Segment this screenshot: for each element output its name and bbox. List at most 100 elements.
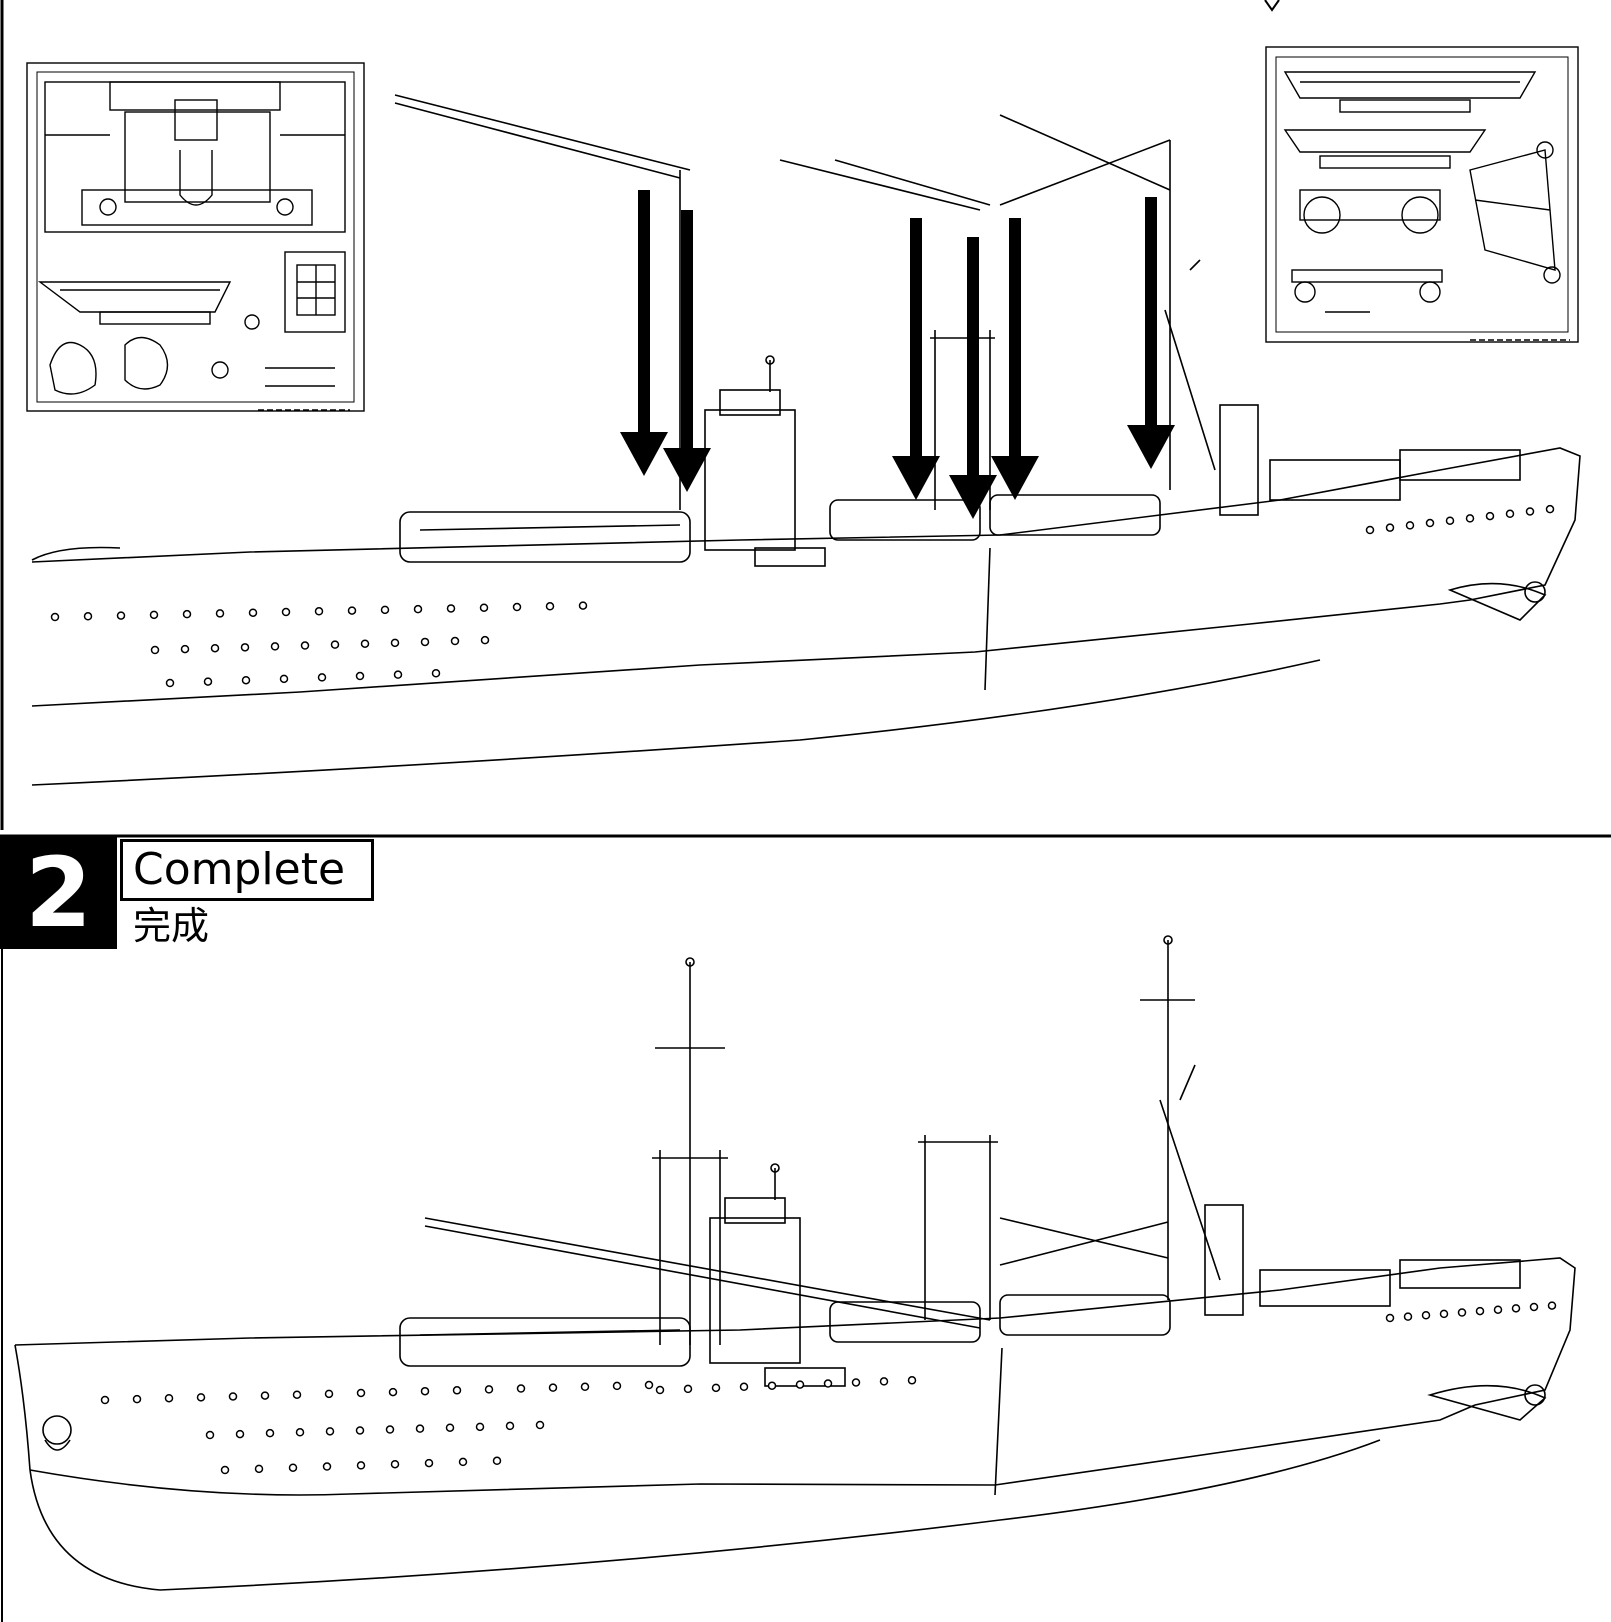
porthole (1425, 518, 1435, 528)
porthole (270, 642, 280, 651)
porthole (450, 636, 460, 646)
porthole (100, 1395, 110, 1405)
porthole (655, 1385, 665, 1395)
porthole (215, 609, 225, 618)
porthole (360, 639, 370, 648)
porthole (1505, 509, 1515, 519)
porthole (248, 608, 258, 617)
porthole (295, 1428, 305, 1437)
porthole (1421, 1310, 1431, 1320)
porthole (445, 1423, 455, 1432)
porthole (879, 1377, 889, 1386)
porthole (50, 612, 60, 622)
porthole (165, 678, 175, 688)
porthole (260, 1391, 270, 1400)
porthole (235, 1429, 245, 1439)
porthole (420, 1386, 430, 1396)
porthole (767, 1381, 777, 1390)
step-title: Complete (120, 839, 374, 901)
porthole (288, 1463, 298, 1472)
placement-arrows (620, 190, 1175, 519)
porthole (413, 604, 423, 614)
porthole (380, 605, 390, 615)
completed-ship-view (14, 935, 1576, 1591)
porthole (220, 1465, 230, 1475)
porthole (475, 1422, 485, 1432)
porthole (317, 673, 327, 682)
porthole (180, 644, 190, 654)
porthole (1457, 1308, 1467, 1317)
porthole (324, 1389, 334, 1399)
porthole (1403, 1312, 1413, 1321)
arrow-4 (949, 237, 997, 519)
porthole (356, 1388, 366, 1398)
porthole (385, 1425, 395, 1434)
arrow-2 (663, 210, 711, 492)
completed-portholes (100, 1301, 1557, 1475)
porthole (265, 1428, 275, 1438)
porthole (355, 1426, 365, 1435)
porthole (228, 1392, 238, 1401)
porthole (241, 675, 251, 685)
porthole (330, 640, 340, 649)
step-subtitle: 完成 (133, 904, 210, 948)
porthole (580, 1382, 590, 1392)
porthole (300, 641, 310, 650)
porthole (1511, 1304, 1521, 1313)
arrow-5 (991, 218, 1039, 500)
porthole (1405, 521, 1415, 530)
porthole (164, 1393, 174, 1403)
porthole (210, 643, 220, 653)
porthole (1525, 507, 1535, 516)
porthole (548, 1383, 558, 1392)
porthole (356, 1461, 366, 1470)
porthole (851, 1378, 861, 1387)
porthole (535, 1420, 545, 1430)
porthole (205, 1430, 215, 1440)
porthole (711, 1383, 721, 1393)
porthole (512, 602, 522, 612)
porthole (424, 1458, 434, 1468)
porthole (196, 1393, 206, 1402)
porthole (1485, 511, 1495, 521)
porthole (492, 1456, 502, 1466)
porthole (452, 1386, 462, 1395)
porthole (431, 668, 441, 678)
porthole (505, 1421, 515, 1431)
porthole (132, 1394, 142, 1404)
porthole (116, 611, 126, 620)
porthole (415, 1424, 425, 1433)
porthole (325, 1427, 335, 1436)
sprue-inset-left (26, 62, 365, 412)
porthole (292, 1390, 302, 1399)
porthole (1545, 504, 1555, 514)
porthole (393, 670, 403, 679)
porthole (388, 1387, 398, 1397)
porthole (578, 601, 588, 610)
porthole (254, 1464, 264, 1474)
porthole (795, 1380, 805, 1389)
porthole (83, 612, 93, 621)
porthole (484, 1385, 494, 1394)
porthole (739, 1382, 749, 1392)
porthole (281, 607, 291, 617)
porthole (612, 1381, 622, 1391)
upper-portholes (50, 504, 1555, 688)
porthole (240, 643, 250, 652)
porthole (458, 1457, 468, 1467)
porthole (823, 1379, 833, 1388)
sprue-inset-right (1265, 46, 1579, 343)
porthole (322, 1462, 332, 1471)
porthole (545, 602, 555, 611)
porthole (683, 1384, 693, 1394)
porthole (1493, 1305, 1503, 1314)
porthole (182, 609, 192, 619)
arrow-6 (1127, 197, 1175, 469)
porthole (1385, 523, 1395, 532)
porthole (1445, 516, 1455, 525)
porthole (150, 645, 160, 655)
porthole (347, 606, 357, 615)
porthole (149, 610, 159, 620)
porthole (1465, 514, 1475, 523)
